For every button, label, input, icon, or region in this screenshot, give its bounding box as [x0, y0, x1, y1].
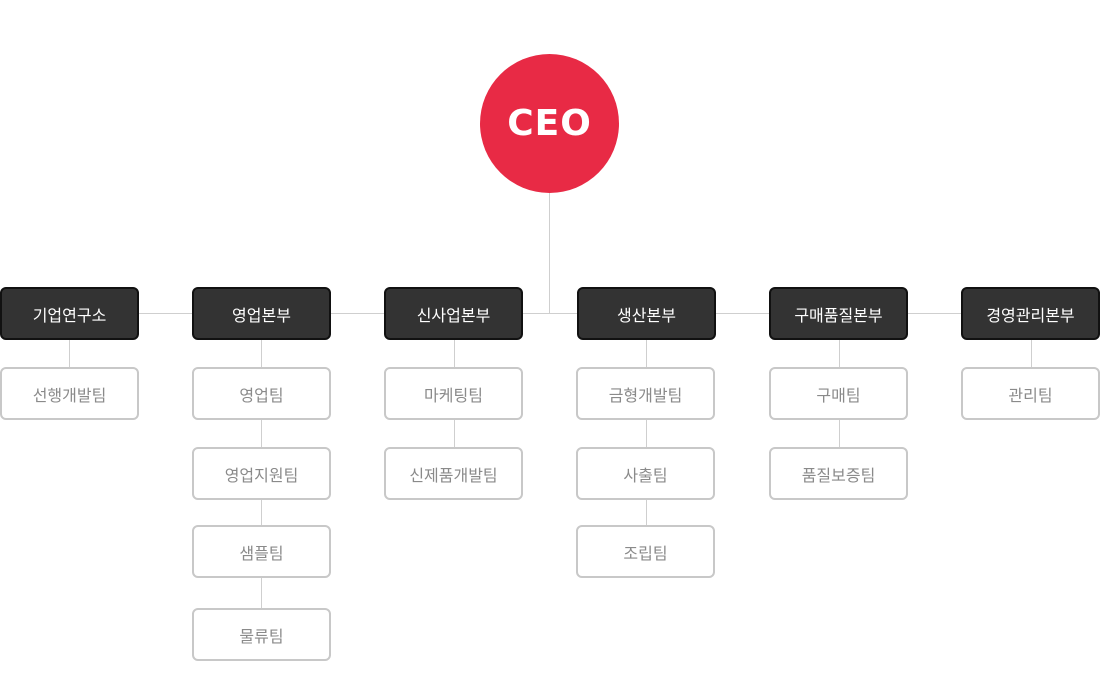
division-node-new-business: 신사업본부 [384, 287, 523, 340]
division-label: 경영관리본부 [986, 305, 1075, 325]
team-label: 마케팅팀 [424, 385, 483, 405]
team-label: 샘플팀 [239, 543, 284, 563]
team-label: 선행개발팀 [32, 385, 107, 405]
division-node-production: 생산본부 [577, 287, 716, 340]
team-label: 구매팀 [816, 385, 861, 405]
division-label: 신사업본부 [416, 305, 491, 325]
division-node-purchasing-quality: 구매품질본부 [769, 287, 908, 340]
team-node: 샘플팀 [192, 525, 331, 578]
ceo-connector [549, 193, 550, 314]
team-node: 관리팀 [961, 367, 1100, 420]
team-node: 금형개발팀 [576, 367, 715, 420]
team-connector [1031, 340, 1032, 368]
team-label: 물류팀 [239, 626, 284, 646]
team-label: 금형개발팀 [608, 385, 683, 405]
team-node: 영업지원팀 [192, 447, 331, 500]
team-label: 관리팀 [1008, 385, 1053, 405]
division-node-research: 기업연구소 [0, 287, 139, 340]
team-connector [646, 340, 647, 526]
team-node: 마케팅팀 [384, 367, 523, 420]
team-label: 영업팀 [239, 385, 284, 405]
team-label: 영업지원팀 [224, 465, 299, 485]
ceo-node: CEO [480, 54, 619, 193]
team-node: 물류팀 [192, 608, 331, 661]
ceo-label: CEO [507, 103, 592, 144]
division-bus [69, 313, 1031, 314]
division-label: 기업연구소 [32, 305, 107, 325]
team-label: 사출팀 [623, 465, 668, 485]
team-node: 품질보증팀 [769, 447, 908, 500]
team-node: 조립팀 [576, 525, 715, 578]
team-label: 품질보증팀 [801, 465, 876, 485]
team-label: 조립팀 [623, 543, 668, 563]
team-node: 구매팀 [769, 367, 908, 420]
team-node: 신제품개발팀 [384, 447, 523, 500]
division-node-management: 경영관리본부 [961, 287, 1100, 340]
team-node: 영업팀 [192, 367, 331, 420]
team-label: 신제품개발팀 [409, 465, 498, 485]
division-label: 구매품질본부 [794, 305, 883, 325]
team-node: 사출팀 [576, 447, 715, 500]
division-label: 생산본부 [617, 305, 676, 325]
team-node: 선행개발팀 [0, 367, 139, 420]
team-connector [69, 340, 70, 368]
division-node-sales: 영업본부 [192, 287, 331, 340]
division-label: 영업본부 [232, 305, 291, 325]
